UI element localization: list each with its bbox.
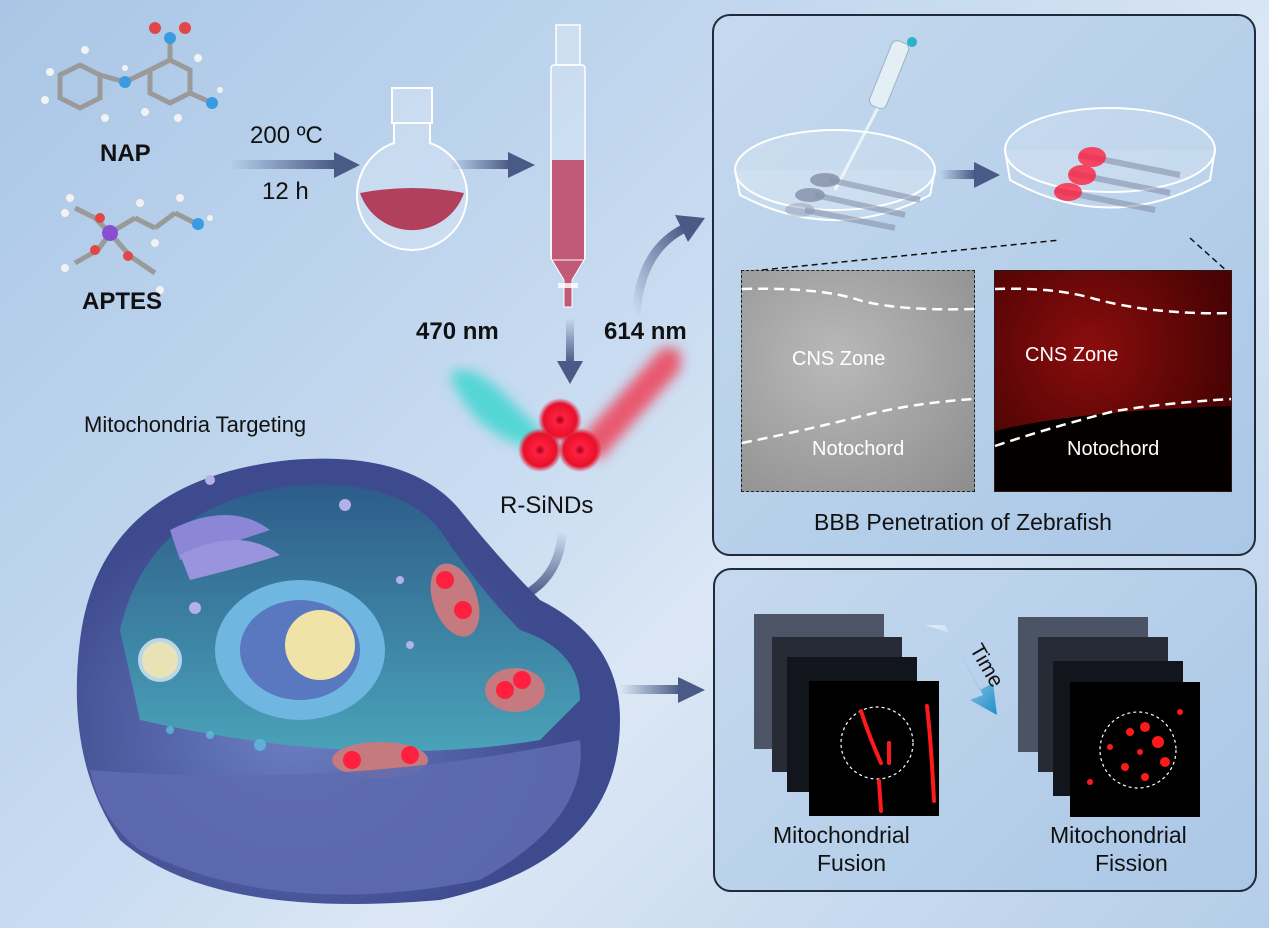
cell-illustration-icon	[76, 458, 621, 904]
aptes-label: APTES	[82, 288, 163, 315]
cell-title: Mitochondria Targeting	[84, 412, 307, 437]
time-arrow-icon	[925, 625, 997, 715]
excitation-wavelength-label: 470 nm	[416, 318, 499, 345]
round-bottom-flask-icon	[356, 87, 468, 251]
fusion-label-line2: Fusion	[817, 850, 887, 876]
nap-molecule-icon	[41, 22, 223, 122]
emission-beam-icon	[575, 347, 681, 460]
emission-wavelength-label: 614 nm	[604, 318, 687, 345]
arrow-right-icon	[620, 677, 705, 703]
notochord-label: Notochord	[812, 438, 905, 460]
arrow-down-icon	[557, 318, 583, 384]
arrow-right-icon	[940, 162, 1000, 188]
fission-image-stack	[1018, 617, 1200, 817]
cns-zone-label: CNS Zone	[792, 348, 886, 370]
r-sinds-label: R-SiNDs	[500, 492, 594, 519]
cns-zone-label: CNS Zone	[1025, 344, 1119, 366]
notochord-label: Notochord	[1067, 438, 1160, 460]
fission-label-line1: Mitochondrial	[1050, 822, 1187, 848]
petri-dish-labeled-fish-icon	[1004, 107, 1216, 213]
zoom-guide-lines	[741, 237, 1229, 273]
zebrafish-panel-title: BBB Penetration of Zebrafish	[814, 509, 1112, 535]
time-label: 12 h	[262, 178, 309, 205]
temperature-label: 200 ºC	[250, 122, 323, 149]
r-sinds-dots-icon	[518, 398, 602, 472]
aptes-molecule-icon	[61, 194, 213, 294]
petri-dish-pipette-icon	[734, 37, 936, 231]
nap-label: NAP	[100, 140, 151, 167]
arrow-right-icon	[450, 152, 535, 178]
fission-label-line2: Fission	[1095, 850, 1168, 876]
curved-arrow-icon	[631, 215, 705, 316]
fusion-label-line1: Mitochondrial	[773, 822, 910, 848]
brightfield-image: CNS Zone Notochord	[741, 270, 975, 492]
fusion-image-stack	[754, 614, 939, 816]
chromatography-column-icon	[550, 24, 586, 308]
fluorescence-image: CNS Zone Notochord	[994, 270, 1232, 492]
arrow-right-icon	[230, 152, 360, 178]
